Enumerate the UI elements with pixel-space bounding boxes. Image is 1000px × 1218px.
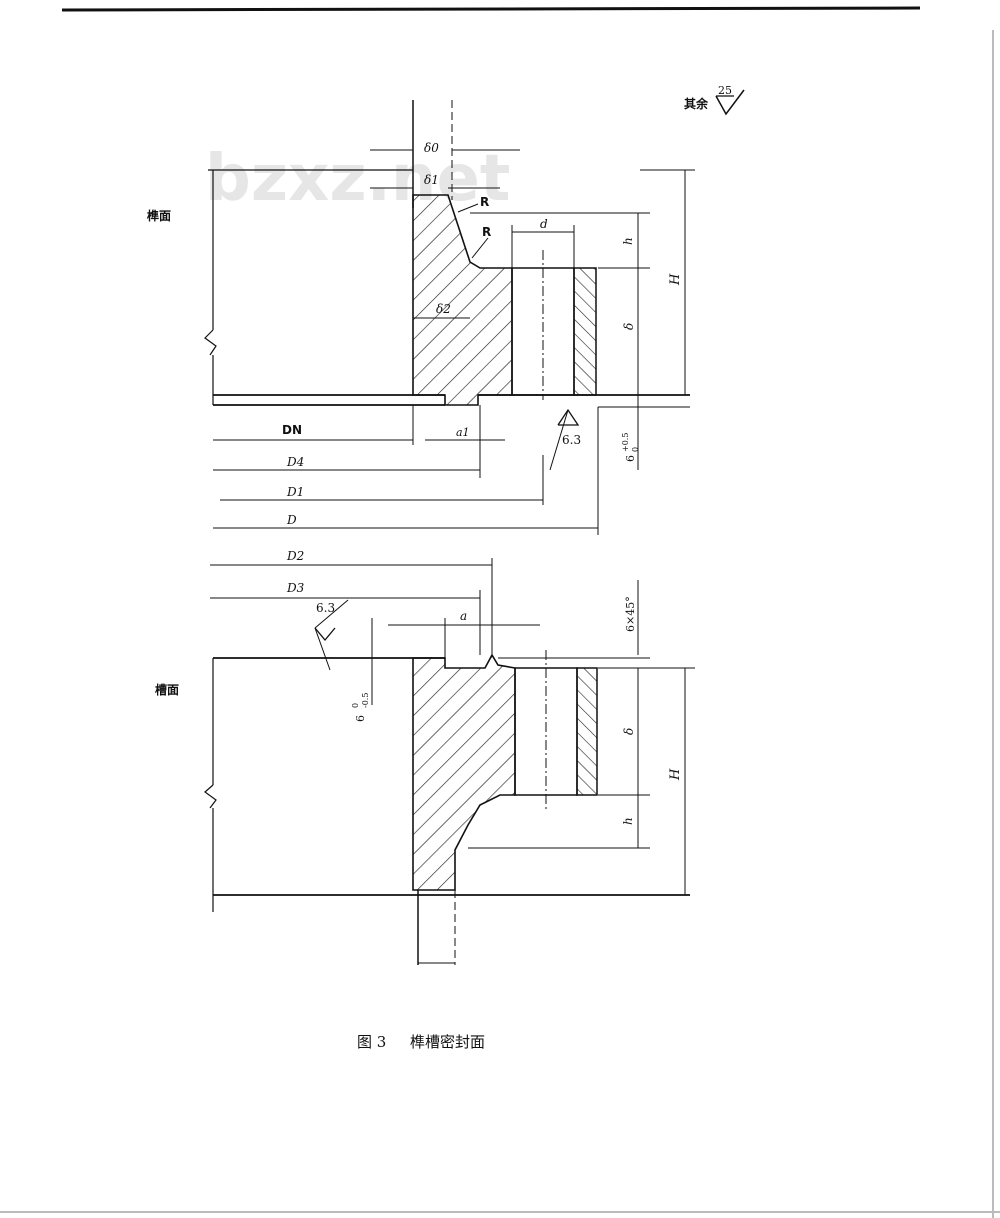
roughness-upper: 6.3 [562,433,581,447]
dim-a: a [460,609,467,623]
dim-D: D [286,513,297,527]
dim-a1: a1 [456,426,470,439]
dim-DN: DN [282,423,302,437]
dim-D3: D3 [286,581,305,595]
lower-flange-section [412,653,516,891]
dim-R-upper: R [480,195,489,209]
tol-lower-plus: 0 [351,703,360,708]
dim-H: H [668,273,683,286]
dim-delta2: δ2 [436,302,451,316]
dim-h: h [621,237,635,245]
dim-D2: D2 [286,549,304,563]
upper-view: 榫面 δ0 δ1 R R δ2 [147,100,695,535]
tol-upper-minus: 0 [631,447,640,452]
roughness-note-label: 其余 [684,96,709,111]
tol-lower-minus: -0.5 [361,693,370,708]
figure-title: 榫槽密封面 [410,1033,485,1051]
dim-D1: D1 [286,485,304,499]
roughness-note-value: 25 [718,84,732,97]
tol-upper-base: 6 [624,455,637,462]
roughness-symbol-icon [715,89,745,116]
tol-upper-plus: +0.5 [621,433,630,452]
dim-delta: δ [622,323,636,330]
lower-view: 槽面 D2 D3 a 6.3 6 0 -0.5 6×45° [155,549,695,965]
tol-lower-base: 6 [354,715,367,722]
top-rule [61,6,921,12]
watermark: bzxz.net [205,142,510,216]
figure-number: 图 3 [357,1033,386,1051]
dim-H-lower: H [668,768,683,781]
dim-delta1: δ1 [424,173,439,187]
dim-D4: D4 [286,455,304,469]
dim-h-lower: h [621,817,635,825]
dim-delta-lower: δ [622,728,636,735]
dim-delta0: δ0 [424,141,439,155]
upper-flange-section [412,194,513,406]
dim-R-lower: R [482,225,491,239]
upper-side-label: 榫面 [147,208,171,223]
lower-side-label: 槽面 [155,682,179,697]
dim-chamfer: 6×45° [624,596,637,632]
dim-d: d [540,217,548,231]
roughness-lower: 6.3 [316,601,335,615]
